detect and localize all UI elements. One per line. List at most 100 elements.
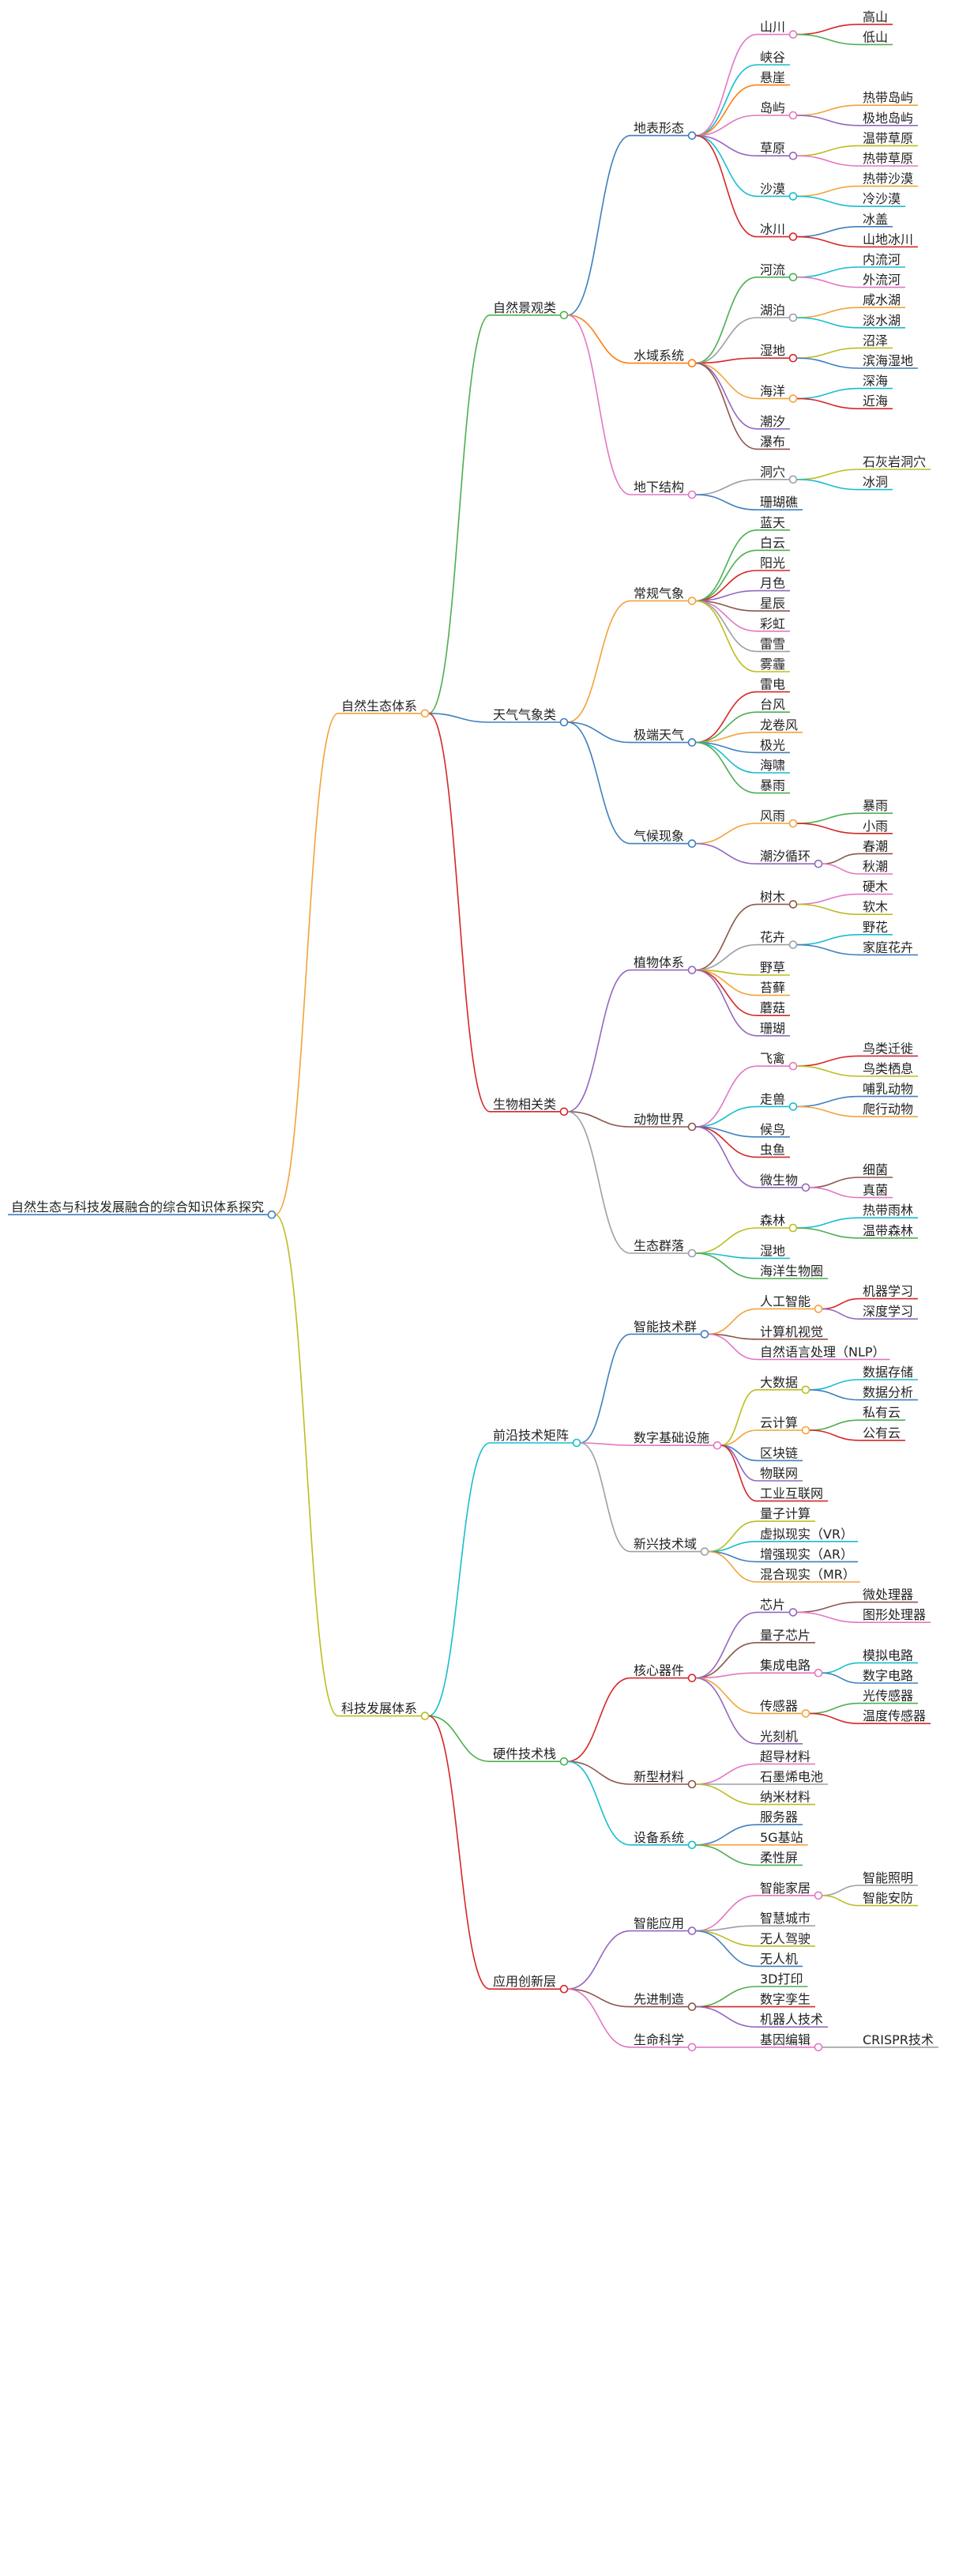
mindmap-node[interactable]: 科技发展体系 bbox=[338, 1701, 430, 1720]
mindmap-node[interactable]: 智能应用 bbox=[630, 1916, 697, 1935]
mindmap-node[interactable]: 秋潮 bbox=[859, 859, 893, 875]
mindmap-node[interactable]: 智能安防 bbox=[859, 1891, 919, 1907]
mindmap-node[interactable]: 智能技术群 bbox=[630, 1319, 709, 1339]
mindmap-node[interactable]: 热带雨林 bbox=[859, 1203, 919, 1218]
mindmap-node[interactable]: 树木 bbox=[757, 889, 798, 909]
collapse-dot-icon[interactable] bbox=[267, 1210, 276, 1219]
mindmap-node[interactable]: 智能家居 bbox=[757, 1881, 823, 1900]
mindmap-node[interactable]: 数字电路 bbox=[859, 1668, 919, 1684]
mindmap-node[interactable]: 细菌 bbox=[859, 1162, 893, 1178]
mindmap-node[interactable]: 5G基站 bbox=[757, 1830, 808, 1846]
mindmap-node[interactable]: 鸟类迁徙 bbox=[859, 1041, 919, 1057]
mindmap-node[interactable]: 无人机 bbox=[757, 1951, 803, 1968]
collapse-dot-icon[interactable] bbox=[788, 1608, 798, 1617]
mindmap-node[interactable]: 台风 bbox=[757, 697, 791, 714]
mindmap-node[interactable]: 数据分析 bbox=[859, 1385, 919, 1401]
collapse-dot-icon[interactable] bbox=[788, 192, 798, 201]
mindmap-node[interactable]: 生态群落 bbox=[630, 1238, 697, 1258]
mindmap-node[interactable]: 潮汐循环 bbox=[757, 849, 823, 868]
collapse-dot-icon[interactable] bbox=[788, 475, 798, 484]
collapse-dot-icon[interactable] bbox=[788, 151, 798, 160]
mindmap-node[interactable]: 龙卷风 bbox=[757, 717, 803, 733]
mindmap-node[interactable]: 先进制造 bbox=[630, 1992, 697, 2011]
collapse-dot-icon[interactable] bbox=[687, 1840, 697, 1850]
mindmap-node[interactable]: 私有云 bbox=[859, 1405, 906, 1421]
collapse-dot-icon[interactable] bbox=[801, 1425, 810, 1435]
collapse-dot-icon[interactable] bbox=[420, 1712, 430, 1720]
mindmap-node[interactable]: 珊瑚 bbox=[757, 1021, 791, 1037]
mindmap-node[interactable]: 智能照明 bbox=[859, 1870, 919, 1886]
collapse-dot-icon[interactable] bbox=[687, 1779, 697, 1789]
mindmap-node[interactable]: 水域系统 bbox=[630, 348, 697, 367]
collapse-dot-icon[interactable] bbox=[700, 1330, 709, 1339]
mindmap-node[interactable]: 量子芯片 bbox=[757, 1628, 816, 1644]
mindmap-node[interactable]: 植物体系 bbox=[630, 955, 697, 974]
collapse-dot-icon[interactable] bbox=[814, 1305, 823, 1313]
collapse-dot-icon[interactable] bbox=[788, 313, 798, 322]
mindmap-node[interactable]: 动物世界 bbox=[630, 1112, 697, 1132]
mindmap-node[interactable]: 增强现实（AR） bbox=[757, 1546, 859, 1563]
collapse-dot-icon[interactable] bbox=[687, 2002, 697, 2011]
mindmap-node[interactable]: 极端天气 bbox=[630, 728, 697, 747]
mindmap-node[interactable]: 温带森林 bbox=[859, 1223, 919, 1239]
mindmap-node[interactable]: 微生物 bbox=[757, 1173, 810, 1192]
collapse-dot-icon[interactable] bbox=[559, 1107, 569, 1117]
mindmap-node[interactable]: 量子计算 bbox=[757, 1506, 816, 1522]
mindmap-node[interactable]: 哺乳动物 bbox=[859, 1082, 919, 1098]
collapse-dot-icon[interactable] bbox=[713, 1441, 722, 1450]
mindmap-node[interactable]: 沙漠 bbox=[757, 181, 798, 201]
mindmap-node[interactable]: 冷沙漠 bbox=[859, 191, 906, 208]
mindmap-node[interactable]: 春潮 bbox=[859, 838, 893, 855]
mindmap-node[interactable]: CRISPR技术 bbox=[859, 2032, 938, 2048]
mindmap-node[interactable]: 森林 bbox=[757, 1213, 798, 1233]
collapse-dot-icon[interactable] bbox=[788, 1223, 798, 1233]
mindmap-node[interactable]: 软木 bbox=[859, 899, 893, 915]
collapse-dot-icon[interactable] bbox=[572, 1438, 581, 1448]
mindmap-node[interactable]: 温带草原 bbox=[859, 130, 919, 147]
mindmap-node[interactable]: 纳米材料 bbox=[757, 1790, 816, 1806]
mindmap-node[interactable]: 地表形态 bbox=[630, 121, 697, 140]
mindmap-node[interactable]: 阳光 bbox=[757, 555, 791, 571]
mindmap-node[interactable]: 湿地 bbox=[757, 1243, 791, 1260]
collapse-dot-icon[interactable] bbox=[687, 1926, 697, 1935]
mindmap-node[interactable]: 前沿技术矩阵 bbox=[490, 1428, 581, 1448]
collapse-dot-icon[interactable] bbox=[687, 738, 697, 747]
mindmap-node[interactable]: 外流河 bbox=[859, 273, 906, 288]
mindmap-node[interactable]: 热带沙漠 bbox=[859, 171, 919, 187]
mindmap-node[interactable]: 走兽 bbox=[757, 1091, 798, 1111]
mindmap-node[interactable]: 暴雨 bbox=[757, 778, 791, 794]
collapse-dot-icon[interactable] bbox=[814, 2043, 823, 2052]
mindmap-node[interactable]: 芯片 bbox=[757, 1597, 798, 1617]
mindmap-node[interactable]: 物联网 bbox=[757, 1466, 803, 1482]
mindmap-node[interactable]: 图形处理器 bbox=[859, 1607, 931, 1623]
mindmap-node[interactable]: 蘑菇 bbox=[757, 1000, 791, 1016]
mindmap-node[interactable]: 机器人技术 bbox=[757, 2012, 829, 2028]
mindmap-node[interactable]: 模拟电路 bbox=[859, 1648, 919, 1664]
mindmap-node[interactable]: 智慧城市 bbox=[757, 1911, 816, 1926]
mindmap-node[interactable]: 计算机视觉 bbox=[757, 1324, 829, 1340]
mindmap-node[interactable]: 蓝天 bbox=[757, 515, 791, 531]
mindmap-node[interactable]: 热带岛屿 bbox=[859, 90, 919, 106]
mindmap-node[interactable]: 生命科学 bbox=[630, 2032, 697, 2052]
mindmap-node[interactable]: 暴雨 bbox=[859, 798, 893, 814]
mindmap-node[interactable]: 雾霾 bbox=[757, 657, 791, 672]
mindmap-node[interactable]: 大数据 bbox=[757, 1375, 810, 1395]
collapse-dot-icon[interactable] bbox=[687, 131, 697, 140]
mindmap-node[interactable]: 光传感器 bbox=[859, 1689, 919, 1704]
mindmap-node[interactable]: 河流 bbox=[757, 262, 798, 282]
collapse-dot-icon[interactable] bbox=[420, 709, 430, 718]
mindmap-node[interactable]: 珊瑚礁 bbox=[757, 495, 803, 511]
collapse-dot-icon[interactable] bbox=[687, 1674, 697, 1682]
mindmap-node[interactable]: 光刻机 bbox=[757, 1729, 803, 1745]
collapse-dot-icon[interactable] bbox=[559, 311, 569, 320]
mindmap-node[interactable]: 峡谷 bbox=[757, 50, 791, 66]
mindmap-node[interactable]: 数字基础设施 bbox=[630, 1430, 722, 1450]
mindmap-node[interactable]: 石灰岩洞穴 bbox=[859, 454, 931, 470]
mindmap-node[interactable]: 潮汐 bbox=[757, 414, 791, 430]
mindmap-node[interactable]: 野草 bbox=[757, 960, 791, 976]
collapse-dot-icon[interactable] bbox=[801, 1709, 810, 1718]
mindmap-node[interactable]: 新兴技术域 bbox=[630, 1537, 709, 1556]
mindmap-node[interactable]: 淡水湖 bbox=[859, 313, 906, 329]
collapse-dot-icon[interactable] bbox=[559, 1984, 569, 1994]
mindmap-node[interactable]: 核心器件 bbox=[630, 1663, 697, 1682]
